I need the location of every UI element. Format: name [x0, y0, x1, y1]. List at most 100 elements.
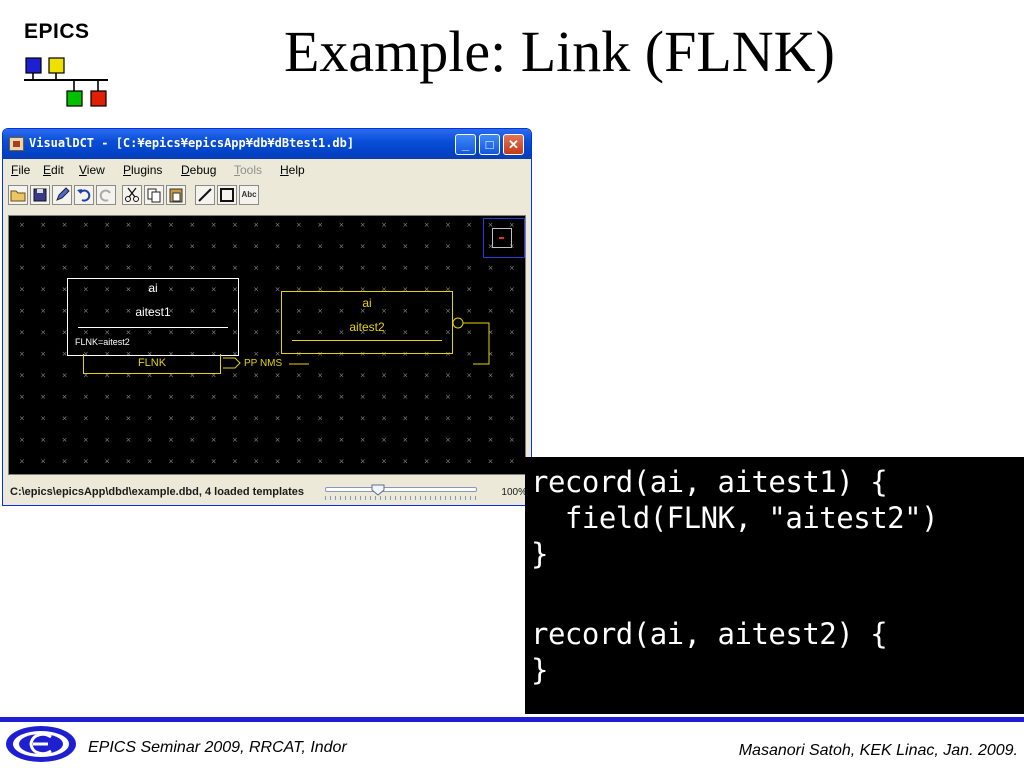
grid-dot: × — [83, 372, 89, 380]
grid-dot: × — [232, 286, 238, 294]
undo-icon[interactable] — [74, 185, 94, 205]
record-aitest1[interactable]: ai aitest1 FLNK=aitest2 — [67, 278, 239, 356]
grid-dot: × — [339, 307, 345, 315]
grid-dot: × — [104, 264, 110, 272]
grid-dot: × — [19, 350, 25, 358]
diagram-canvas[interactable]: × × × × × × × × × × × × × × × × × × × × × × × × × × × × × × × × × × × × × × × ×… — [8, 215, 526, 475]
grid-dot: × — [19, 221, 25, 229]
grid-dot: × — [509, 372, 515, 380]
grid-dot: × — [211, 415, 217, 423]
grid-dot: × — [381, 286, 387, 294]
navigator-box[interactable] — [483, 218, 525, 258]
grid-dot: × — [83, 415, 89, 423]
grid-dot: × — [275, 243, 281, 251]
grid-dot: × — [360, 350, 366, 358]
redo-icon[interactable] — [96, 185, 116, 205]
line-tool-icon[interactable] — [195, 185, 215, 205]
grid-dot: × — [211, 243, 217, 251]
grid-dot: × — [488, 415, 494, 423]
open-folder-icon[interactable] — [8, 185, 28, 205]
grid-dot: × — [509, 221, 515, 229]
grid-dot: × — [211, 264, 217, 272]
grid-dot: × — [509, 350, 515, 358]
grid-dot: × — [509, 329, 515, 337]
grid-dot: × — [381, 372, 387, 380]
grid-dot: × — [360, 264, 366, 272]
window-titlebar[interactable]: VisualDCT - [C:¥epics¥epicsApp¥db¥dBtest… — [3, 129, 531, 159]
grid-dot: × — [296, 372, 302, 380]
grid-dot: × — [466, 307, 472, 315]
grid-dot: × — [317, 372, 323, 380]
grid-dot: × — [126, 221, 132, 229]
grid-dot: × — [83, 243, 89, 251]
record-divider — [292, 340, 442, 341]
grid-dot: × — [253, 372, 259, 380]
box-tool-icon[interactable] — [217, 185, 237, 205]
grid-dot: × — [424, 243, 430, 251]
grid-dot: × — [296, 286, 302, 294]
grid-dot: × — [19, 243, 25, 251]
grid-dot: × — [126, 372, 132, 380]
grid-dot: × — [211, 350, 217, 358]
grid-dot: × — [19, 307, 25, 315]
grid-dot: × — [232, 458, 238, 466]
menu-view[interactable]: View — [79, 163, 105, 177]
grid-dot: × — [488, 372, 494, 380]
grid-dot: × — [211, 307, 217, 315]
grid-dot: × — [232, 350, 238, 358]
grid-dot: × — [253, 307, 259, 315]
grid-dot: × — [317, 221, 323, 229]
grid-dot: × — [168, 307, 174, 315]
grid-dot: × — [40, 307, 46, 315]
grid-dot: × — [296, 329, 302, 337]
grid-dot: × — [232, 329, 238, 337]
grid-dot: × — [488, 221, 494, 229]
grid-dot: × — [232, 243, 238, 251]
menu-tools[interactable]: Tools — [234, 163, 263, 177]
save-icon[interactable] — [30, 185, 50, 205]
menu-help[interactable]: Help — [280, 163, 305, 177]
grid-dot: × — [402, 415, 408, 423]
zoom-thumb[interactable] — [371, 484, 385, 496]
copy-icon[interactable] — [144, 185, 164, 205]
maximize-button[interactable]: □ — [479, 134, 500, 155]
grid-dot: × — [445, 458, 451, 466]
minimize-button[interactable]: _ — [455, 134, 476, 155]
grid-dot: × — [19, 415, 25, 423]
grid-dot: × — [424, 458, 430, 466]
grid-dot: × — [360, 372, 366, 380]
paste-icon[interactable] — [166, 185, 186, 205]
zoom-slider[interactable] — [321, 484, 479, 502]
grid-dot: × — [126, 264, 132, 272]
grid-dot: × — [488, 393, 494, 401]
grid-dot: × — [253, 458, 259, 466]
epics-logo-text: EPICS — [24, 20, 90, 43]
grid-dot: × — [83, 264, 89, 272]
grid-dot: × — [104, 243, 110, 251]
grid-dot: × — [339, 415, 345, 423]
grid-dot: × — [168, 286, 174, 294]
menu-plugins[interactable]: Plugins — [123, 163, 163, 177]
flnk-port[interactable]: FLNK — [83, 354, 221, 374]
grid-dot: × — [147, 436, 153, 444]
edit-pencil-icon[interactable] — [52, 185, 72, 205]
grid-dot: × — [147, 393, 153, 401]
epics-logo: EPICS — [22, 20, 117, 110]
grid-dot: × — [211, 329, 217, 337]
menu-edit[interactable]: Edit — [43, 163, 64, 177]
menu-file[interactable]: File — [11, 163, 31, 177]
grid-dot: × — [168, 243, 174, 251]
grid-dot: × — [402, 350, 408, 358]
grid-dot: × — [253, 243, 259, 251]
grid-dot: × — [189, 243, 195, 251]
grid-dot: × — [40, 415, 46, 423]
close-button[interactable]: ✕ — [503, 134, 524, 155]
cut-icon[interactable] — [122, 185, 142, 205]
menu-debug[interactable]: Debug — [181, 163, 217, 177]
grid-dot: × — [317, 329, 323, 337]
navigator-viewport[interactable] — [492, 228, 512, 248]
record-aitest2[interactable]: ai aitest2 — [281, 291, 453, 354]
grid-dot: × — [445, 393, 451, 401]
text-tool-icon[interactable]: Abc — [239, 185, 259, 205]
zoom-track[interactable] — [325, 487, 477, 492]
